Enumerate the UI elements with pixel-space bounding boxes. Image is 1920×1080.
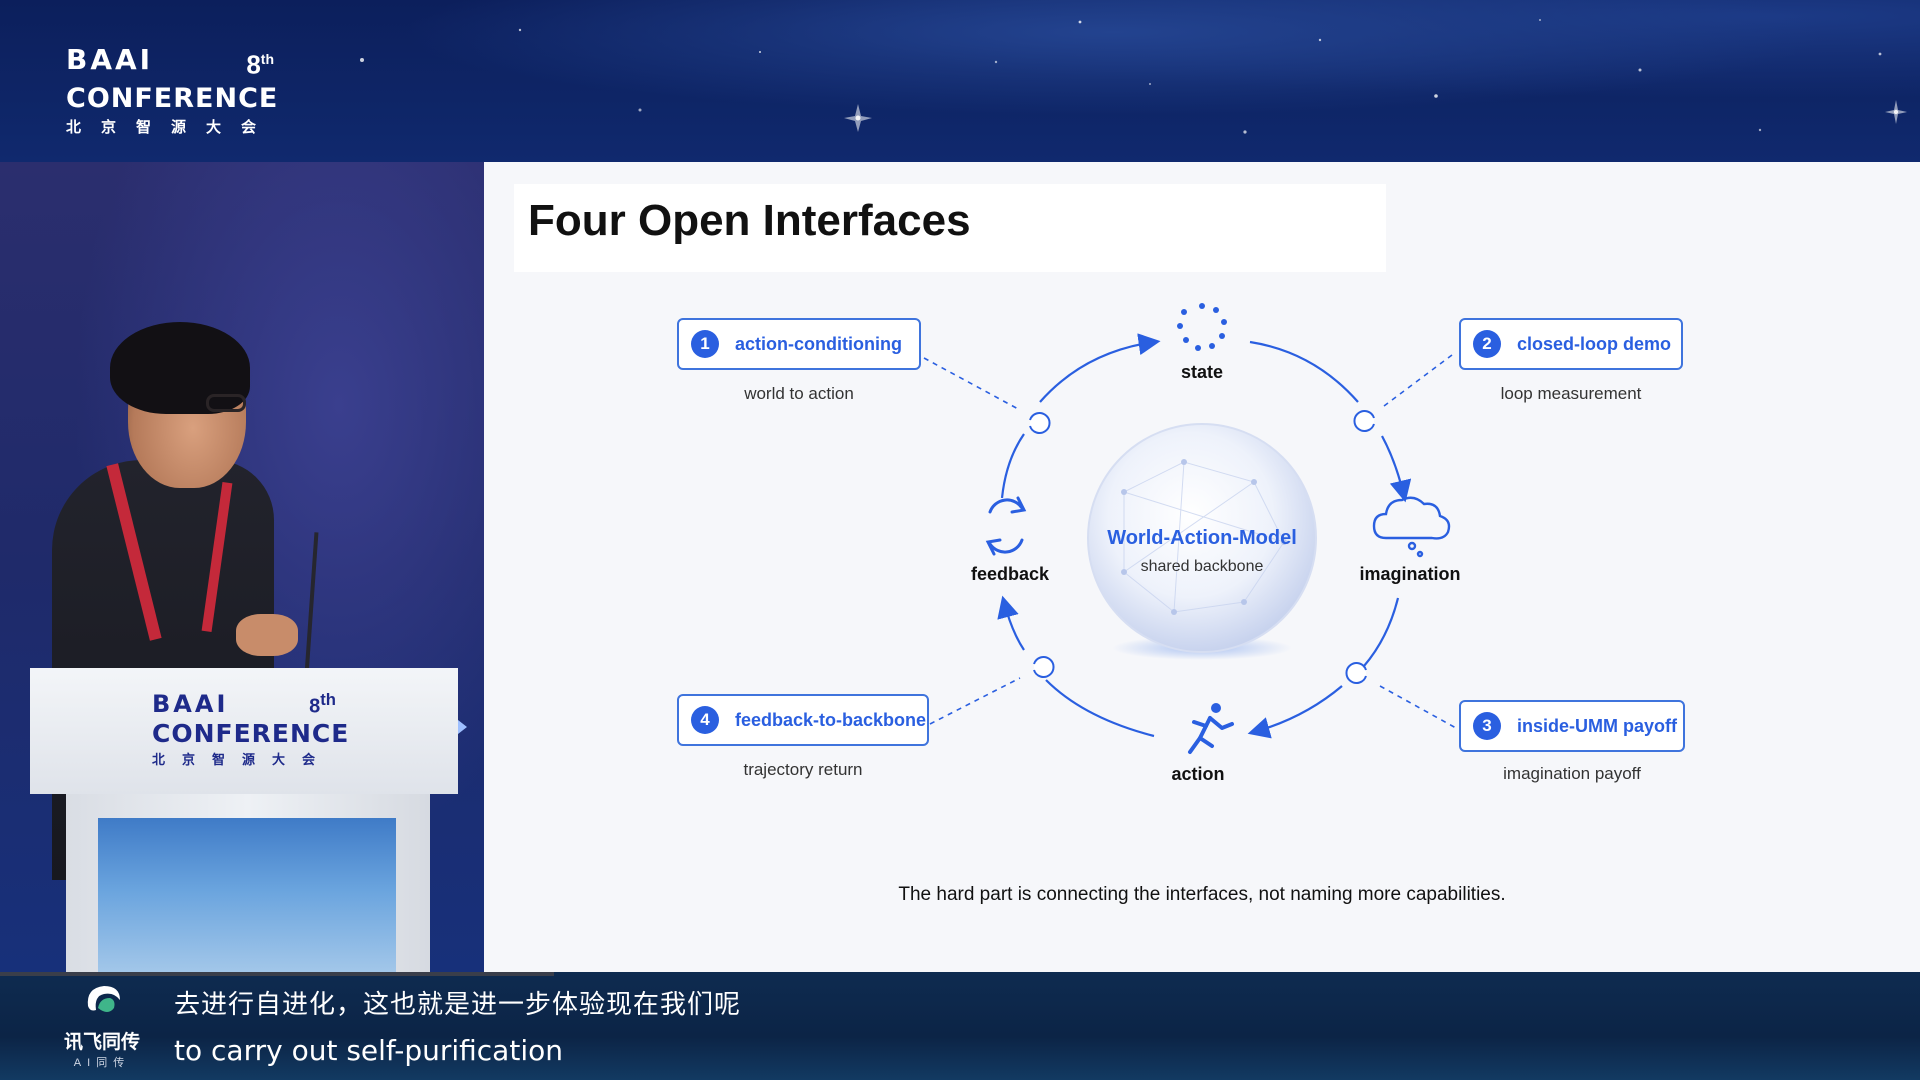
- connector-4: [930, 678, 1020, 724]
- arc-state-to-imagination-1: [1250, 342, 1358, 402]
- port-inside-umm: [1346, 663, 1366, 683]
- podium-logo-conference: CONFERENCE: [152, 719, 349, 749]
- play-arrow-icon: [458, 720, 467, 734]
- state-icon: [1177, 303, 1227, 351]
- interface-box-feedback-to-backbone: 4 feedback-to-backbone: [677, 694, 929, 746]
- logo-edition: 8th: [246, 46, 274, 78]
- slide-footnote: The hard part is connecting the interfac…: [484, 884, 1920, 906]
- interface-box-closed-loop-demo: 2 closed-loop demo: [1459, 318, 1683, 370]
- translation-provider-logo: 讯飞同传 AI同传: [58, 982, 146, 1070]
- interface-label: action-conditioning: [735, 334, 902, 355]
- interface-label: feedback-to-backbone: [735, 710, 926, 731]
- logo-chinese: 北京智源大会: [66, 118, 278, 138]
- arc-state-to-imagination-2: [1382, 436, 1404, 496]
- interface-number-badge: 2: [1473, 330, 1501, 358]
- iflytek-logo-icon: [80, 982, 124, 1018]
- interface-box-action-conditioning: 1 action-conditioning: [677, 318, 921, 370]
- subtitle-chinese: 去进行自进化，这也就是进一步体验现在我们呢: [174, 984, 741, 1021]
- arc-feedback-to-state: [1040, 342, 1154, 402]
- presentation-slide: Four Open Interfaces: [484, 162, 1920, 972]
- node-label-imagination: imagination: [1350, 564, 1470, 585]
- arc-action-to-feedback-1: [1046, 680, 1154, 736]
- core-model-subtitle: shared backbone: [1067, 558, 1337, 576]
- node-label-feedback: feedback: [950, 564, 1070, 585]
- podium-logo-edition: 8th: [309, 690, 336, 719]
- speaker-video: BAAI 8th CONFERENCE 北京智源大会: [0, 162, 484, 972]
- connector-2: [1384, 352, 1456, 406]
- port-feedback-to-backbone: [1034, 657, 1054, 677]
- subtitle-progress-line: [0, 972, 554, 976]
- logo-conference: CONFERENCE: [66, 82, 278, 116]
- subtitle-english: to carry out self-purification: [174, 1034, 563, 1067]
- podium-logo-brand: BAAI: [152, 690, 228, 719]
- speaker-glasses: [206, 394, 246, 412]
- arc-feedback-to-state-lead: [1002, 434, 1024, 498]
- provider-tag: AI同传: [58, 1054, 146, 1070]
- core-model-title: World-Action-Model: [1067, 527, 1337, 550]
- interface-number-badge: 4: [691, 706, 719, 734]
- podium-screen: [98, 818, 396, 972]
- interface-subtitle: imagination payoff: [1459, 764, 1685, 784]
- logo-brand: BAAI: [66, 46, 153, 74]
- node-label-action: action: [1148, 764, 1248, 785]
- cloud-icon: [1374, 498, 1449, 556]
- refresh-icon: [988, 498, 1024, 554]
- podium-logo: BAAI 8th CONFERENCE 北京智源大会: [152, 690, 349, 768]
- arc-action-to-feedback-2: [1004, 602, 1024, 650]
- interface-subtitle: world to action: [677, 384, 921, 404]
- conference-banner: BAAI 8th CONFERENCE 北京智源大会: [0, 0, 1920, 162]
- interface-subtitle: trajectory return: [677, 760, 929, 780]
- connector-3: [1380, 686, 1456, 728]
- interface-box-inside-umm-payoff: 3 inside-UMM payoff: [1459, 700, 1685, 752]
- podium-logo-chinese: 北京智源大会: [152, 749, 349, 768]
- interface-subtitle: loop measurement: [1459, 384, 1683, 404]
- running-person-icon: [1190, 703, 1232, 752]
- interface-label: inside-UMM payoff: [1517, 716, 1677, 737]
- arc-imagination-to-action-2: [1254, 686, 1342, 732]
- interface-number-badge: 1: [691, 330, 719, 358]
- baai-conference-logo: BAAI 8th CONFERENCE 北京智源大会: [66, 46, 278, 138]
- interface-label: closed-loop demo: [1517, 334, 1671, 355]
- port-action-conditioning: [1030, 413, 1050, 433]
- starfield-decoration: [0, 0, 1920, 162]
- interface-number-badge: 3: [1473, 712, 1501, 740]
- provider-name: 讯飞同传: [58, 1027, 146, 1054]
- connector-1: [924, 358, 1020, 410]
- speaker-hand: [236, 614, 298, 656]
- arc-imagination-to-action-1: [1364, 598, 1398, 666]
- node-label-state: state: [1152, 362, 1252, 383]
- port-closed-loop: [1354, 411, 1374, 431]
